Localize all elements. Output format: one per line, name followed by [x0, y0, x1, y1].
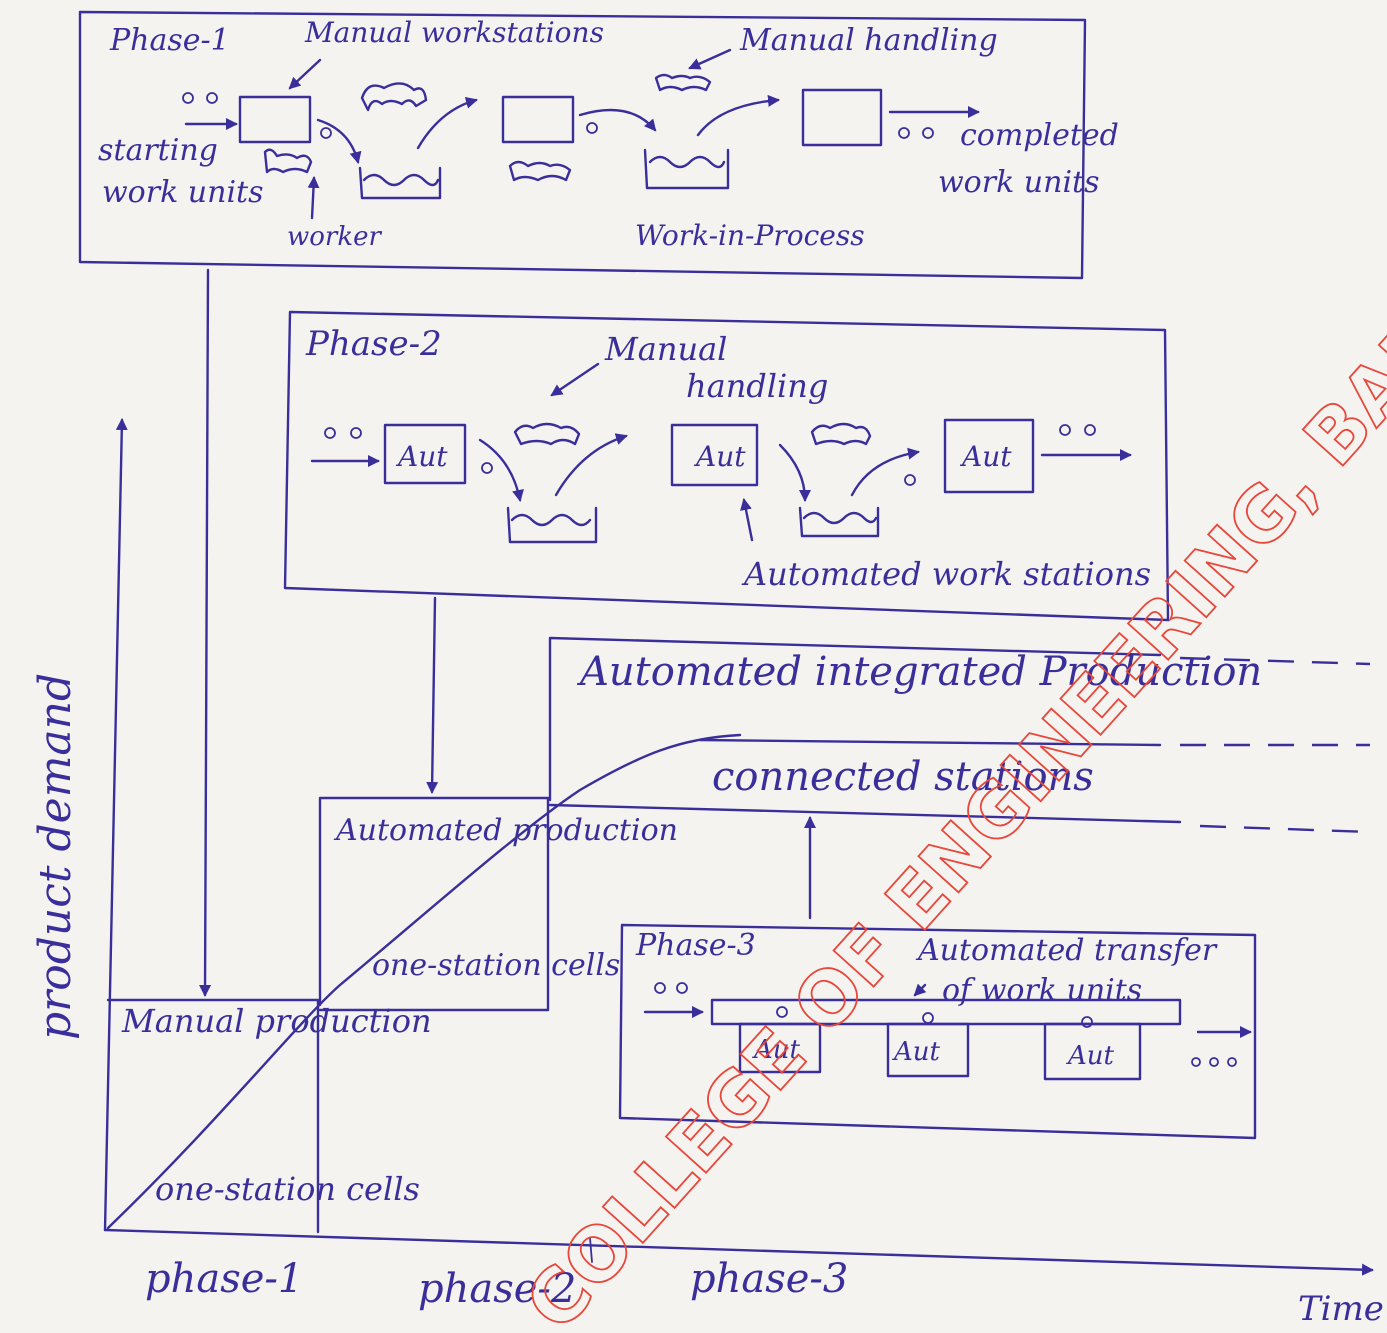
hand-icon: [812, 424, 870, 444]
flow-arrow: [318, 120, 358, 162]
phase1-starting-label: starting: [98, 133, 218, 168]
phase1-manual-workstations-label: Manual workstations: [304, 16, 604, 49]
phase2-aut-label-2: Aut: [693, 440, 746, 473]
pointer-arrow: [690, 50, 730, 68]
phase1-completed-units-label: work units: [938, 165, 1099, 200]
part-icon: [899, 128, 909, 138]
watermark-text: COLLEGE OF ENGINEERING, BALASORE: [509, 97, 1387, 1333]
phase1-title: Phase-1: [109, 23, 230, 58]
stage-manual-box: Manual production one-station cells: [108, 1000, 432, 1232]
phase1-box: Phase-1 Manual workstations Manual handl…: [80, 12, 1119, 278]
pointer-arrow: [290, 60, 320, 88]
stage-manual-title: Manual production: [121, 1002, 432, 1040]
phase2-aut-label-3: Aut: [959, 440, 1012, 473]
phase3-of-work-units-label: of work units: [942, 973, 1142, 1008]
part-icon: [1060, 425, 1070, 435]
x-axis-label: Time: [1298, 1289, 1384, 1329]
phase2-handling-label: handling: [686, 367, 828, 405]
phase1-worker-label: worker: [287, 222, 382, 252]
y-axis-label: product demand: [30, 673, 81, 1040]
pointer-arrow: [312, 178, 314, 218]
stage-automated-title: Automated production: [333, 813, 678, 848]
phase2-to-automated-arrow: [432, 598, 435, 792]
stage-automated-subtitle: one-station cells: [372, 948, 620, 983]
part-icon: [1210, 1058, 1218, 1066]
part-icon: [677, 983, 687, 993]
phase3-title: Phase-3: [635, 928, 756, 963]
pointer-arrow: [915, 985, 925, 995]
phase3-aut-label-2: Aut: [892, 1037, 941, 1067]
x-phase-3-label: phase-3: [690, 1256, 848, 1302]
part-icon: [183, 93, 193, 103]
x-phase-1-label: phase-1: [145, 1256, 303, 1302]
phase3-transfer-label: Automated transfer: [915, 933, 1218, 968]
phase2-wip-bin-1: [508, 508, 596, 542]
hand-icon: [656, 75, 710, 90]
phase1-manual-station-2: [503, 97, 573, 142]
part-icon: [587, 123, 597, 133]
phase1-wip-bin-1: [360, 168, 440, 198]
part-icon: [321, 128, 331, 138]
stage-automated-box: Automated production one-station cells: [320, 798, 678, 1010]
flow-arrow: [852, 452, 918, 495]
hand-icon: [510, 162, 570, 180]
hand-icon: [515, 424, 579, 444]
phase2-wip-bin-2: [800, 508, 878, 536]
phase2-manual-label: Manual: [604, 330, 727, 368]
part-icon: [655, 983, 665, 993]
flow-arrow: [580, 110, 655, 130]
part-icon: [482, 463, 492, 473]
part-icon: [1192, 1058, 1200, 1066]
part-icon: [351, 428, 361, 438]
phase1-manual-station-3: [803, 90, 881, 145]
phase1-work-units-label: work units: [102, 175, 263, 210]
phase3-aut-label-3: Aut: [1066, 1041, 1115, 1071]
pointer-arrow: [552, 364, 598, 395]
y-axis-arrow: [105, 420, 122, 1230]
part-icon: [905, 475, 915, 485]
phase2-aut-label-1: Aut: [395, 440, 448, 473]
phase1-manual-handling-label: Manual handling: [739, 23, 998, 58]
part-icon: [1228, 1058, 1236, 1066]
phase1-manual-station-1: [240, 97, 310, 142]
phase2-automated-stations-label: Automated work stations: [741, 555, 1151, 593]
part-icon: [923, 128, 933, 138]
part-icon: [1082, 1017, 1092, 1027]
phase2-box: Phase-2 Manual handling Automated work s…: [285, 312, 1168, 620]
part-icon: [923, 1013, 933, 1023]
phase1-wip-label: Work-in-Process: [635, 219, 865, 252]
pointer-arrow: [744, 500, 752, 540]
phase1-wip-bin-2: [645, 150, 728, 188]
part-icon: [207, 93, 217, 103]
hand-icon: [265, 150, 311, 172]
phase1-completed-label: completed: [960, 118, 1119, 153]
phase1-to-manual-arrow: [205, 270, 208, 995]
part-icon: [1085, 425, 1095, 435]
flow-arrow: [480, 440, 520, 500]
flow-arrow: [418, 100, 476, 148]
phase2-title: Phase-2: [305, 324, 442, 364]
stage-manual-subtitle: one-station cells: [155, 1170, 420, 1208]
part-icon: [325, 428, 335, 438]
flow-arrow: [556, 436, 626, 495]
flow-arrow: [780, 445, 805, 500]
flow-arrow: [698, 100, 778, 135]
hand-icon: [362, 83, 426, 110]
